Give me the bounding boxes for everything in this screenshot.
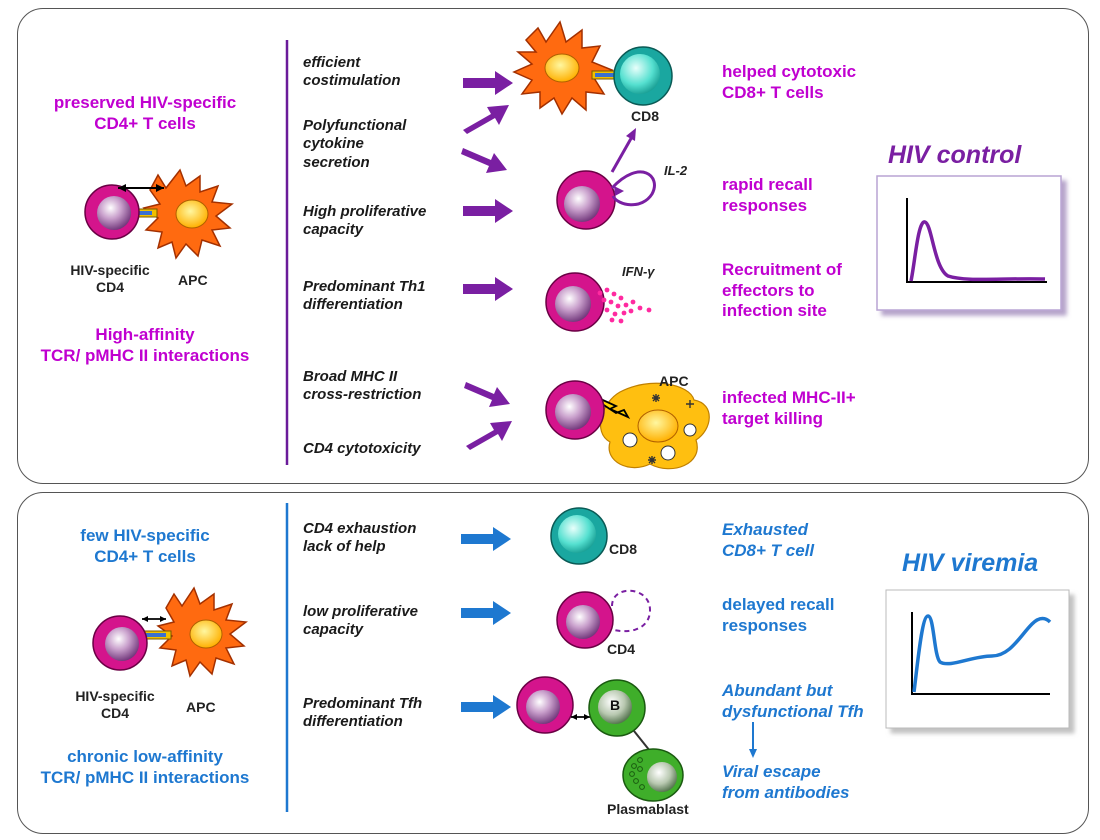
top-mechanism-costimulation: efficient costimulation [303,54,401,90]
bottom-plasmablast-label: Plasmablast [607,801,689,817]
top-left-cd4-label: HIV-specific CD4 [70,262,150,296]
bottom-cd4-dashed-icon [556,589,652,649]
top-mechanism-arrows [461,71,513,450]
hiv-viremia-curve [911,612,1052,695]
bottom-cd8-label: CD8 [609,541,638,557]
top-left-title: preserved HIV-specific CD4+ T cells [53,93,237,133]
top-mechanism-cytotoxicity: CD4 cytotoxicity [303,440,421,457]
bottom-outcome-down-arrow [749,722,757,758]
top-left-interaction: High-affinity TCR/ pMHC II interactions [40,325,250,365]
top-left-cd4-apc-icon [84,168,234,260]
top-cytotoxicity-icon [545,380,710,470]
bottom-b-cell-label: B [610,697,621,713]
hiv-control-title: HIV control [888,141,1022,169]
top-mechanism-th1: Predominant Th1 differentiation [303,278,426,314]
top-left-apc-label: APC [178,272,208,288]
bottom-mechanism-arrows [461,527,511,719]
bottom-left-apc-label: APC [186,699,216,715]
top-apc-label: APC [659,373,689,389]
hiv-control-curve [906,198,1047,283]
bottom-left-cd4-label: HIV-specific CD4 [75,688,155,722]
top-mechanism-cytokine: Polyfunctional cytokine secretion [303,117,407,171]
top-mechanism-proliferative: High proliferative capacity [303,203,427,239]
bottom-outcome-tfh: Abundant but dysfunctional Tfh [722,681,864,721]
top-apc-cd8-icon [512,20,673,116]
hiv-control-graph [876,175,1062,311]
top-outcome-recruitment: Recruitment of effectors to infection si… [722,260,842,321]
bottom-tfh-b-plasmablast-icon [516,676,684,802]
top-outcome-recall: rapid recall responses [722,175,813,215]
top-ifn-cd4-icon [545,272,652,332]
bottom-exhausted-cd8-icon [550,507,608,565]
top-cd8-label: CD8 [631,108,660,124]
top-ifn-label: IFN-γ [622,264,655,279]
bottom-outcome-viral-escape: Viral escape from antibodies [722,762,850,802]
bottom-mechanism-proliferative: low proliferative capacity [303,603,419,639]
bottom-left-interaction: chronic low-affinity TCR/ pMHC II intera… [40,747,250,787]
bottom-cd4-label: CD4 [607,641,636,657]
hiv-viremia-title: HIV viremia [902,549,1039,577]
bottom-left-cd4-apc-icon [92,586,248,678]
top-il2-label: IL-2 [664,163,688,178]
bottom-outcome-exhausted-cd8: Exhausted CD8+ T cell [722,520,815,560]
top-mechanism-mhc-ii: Broad MHC II cross-restriction [303,368,422,404]
bottom-mechanism-exhaustion: CD4 exhaustion lack of help [303,520,417,556]
top-outcome-killing: infected MHC-II+ target killing [722,388,856,428]
bottom-left-title: few HIV-specific CD4+ T cells [80,526,210,566]
top-outcome-cd8: helped cytotoxic CD8+ T cells [722,62,857,102]
bottom-outcome-delayed-recall: delayed recall responses [722,595,835,635]
top-il2-cd4-icon [556,128,656,230]
bottom-mechanism-tfh: Predominant Tfh differentiation [303,695,423,731]
